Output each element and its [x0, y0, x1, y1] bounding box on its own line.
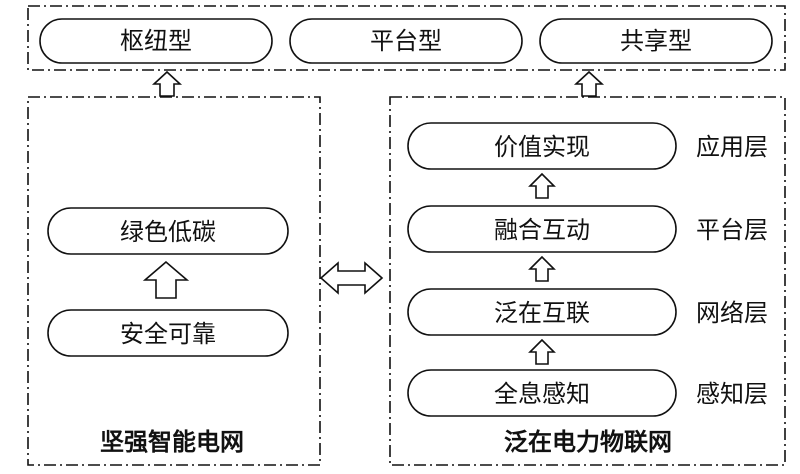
top-frame: [27, 5, 786, 71]
right-layer-perception-name: 全息感知: [494, 380, 590, 408]
right-layer-perception-tag: 感知层: [696, 380, 768, 408]
right-layer-platform-name: 融合互动: [494, 216, 590, 244]
left-inner-up-arrow: [142, 260, 190, 299]
left-stage-green-label: 绿色低碳: [120, 218, 216, 246]
right-layer-network-name: 泛在互联: [494, 299, 590, 327]
left-stage-safe-label: 安全可靠: [120, 320, 216, 348]
right-layer-application: 价值实现 应用层: [407, 122, 768, 170]
right-layer-perception: 全息感知 感知层: [407, 369, 768, 417]
right-layer-platform: 融合互动 平台层: [407, 205, 768, 253]
right-panel-caption: 泛在电力物联网: [504, 427, 672, 456]
top-item-shared-label: 共享型: [620, 27, 692, 55]
top-item-hub-label: 枢纽型: [120, 27, 192, 55]
right-arrow-platform-to-application: [528, 172, 556, 199]
right-up-arrow: [573, 70, 605, 97]
right-layer-network-tag: 网络层: [696, 299, 768, 327]
left-panel-caption: 坚强智能电网: [100, 427, 244, 456]
top-item-hub: 枢纽型: [39, 18, 273, 64]
top-item-platform: 平台型: [289, 18, 523, 64]
right-layer-network: 泛在互联 网络层: [407, 288, 768, 336]
right-layer-application-name: 价值实现: [494, 133, 590, 161]
right-arrow-network-to-platform: [528, 255, 556, 282]
top-item-platform-label: 平台型: [370, 27, 442, 55]
right-layer-application-tag: 应用层: [696, 133, 768, 161]
right-arrow-perception-to-network: [528, 338, 556, 365]
left-stage-green: 绿色低碳: [47, 207, 289, 255]
top-item-shared: 共享型: [539, 18, 773, 64]
left-up-arrow: [151, 70, 183, 97]
right-layer-platform-tag: 平台层: [696, 216, 768, 244]
bidirectional-arrow: [319, 261, 384, 295]
left-stage-safe: 安全可靠: [47, 309, 289, 357]
right-frame: [389, 96, 786, 466]
